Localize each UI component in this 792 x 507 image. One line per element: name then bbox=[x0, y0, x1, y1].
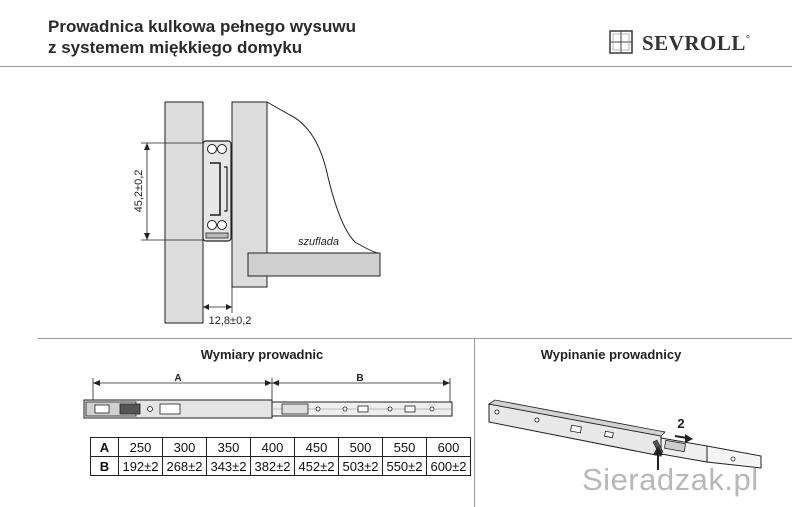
table-cell: 450 bbox=[294, 437, 339, 457]
table-cell: 300 bbox=[162, 437, 207, 457]
detached-slide-perspective bbox=[487, 399, 762, 469]
slide-profile bbox=[202, 140, 232, 242]
table-cell: 343±2 bbox=[206, 456, 251, 476]
table-cell: 452±2 bbox=[294, 456, 339, 476]
drawer-outline bbox=[266, 101, 379, 254]
detach-title: Wypinanie prowadnicy bbox=[541, 347, 682, 362]
table-cell: 503±2 bbox=[338, 456, 383, 476]
table-cell: 550±2 bbox=[382, 456, 427, 476]
cross-section-drawing: 45,2±0,2 12,8±0,2 szuflada bbox=[133, 101, 381, 327]
table-cell: 600±2 bbox=[426, 456, 471, 476]
page-title: Prowadnica kulkowa pełnego wysuwu z syst… bbox=[48, 16, 356, 58]
slide-rail-side-view bbox=[83, 399, 453, 419]
column-divider bbox=[474, 338, 475, 507]
table-cell: 250 bbox=[118, 437, 163, 457]
cabinet-side-panel bbox=[164, 101, 204, 324]
table-cell: 550 bbox=[382, 437, 427, 457]
table-row-a: A 250 300 350 400 450 500 550 600 bbox=[90, 437, 471, 457]
height-dimension bbox=[141, 142, 203, 241]
row-a-label: A bbox=[90, 437, 119, 457]
sevroll-logo: SEVROLL° bbox=[608, 28, 751, 56]
table-cell: 382±2 bbox=[250, 456, 295, 476]
step-label: 2 bbox=[677, 416, 684, 431]
height-label: 45,2±0,2 bbox=[133, 170, 145, 213]
table-cell: 268±2 bbox=[162, 456, 207, 476]
sevroll-window-icon bbox=[609, 30, 633, 54]
release-arrow-icon bbox=[653, 446, 663, 470]
dimension-b-line bbox=[272, 378, 451, 406]
dimensions-title: Wymiary prowadnic bbox=[201, 347, 324, 362]
title-line-1: Prowadnica kulkowa pełnego wysuwu bbox=[48, 17, 356, 36]
table-row-b: B 192±2 268±2 343±2 382±2 452±2 503±2 55… bbox=[90, 456, 471, 476]
table-cell: 500 bbox=[338, 437, 383, 457]
dimensions-drawing: Wymiary prowadnic A B bbox=[83, 347, 453, 419]
drawer-label: szuflada bbox=[298, 236, 339, 248]
logo-mark: ° bbox=[745, 34, 751, 45]
detach-drawing: Wypinanie prowadnicy 2 bbox=[487, 347, 762, 470]
header-divider bbox=[0, 66, 792, 67]
watermark: Sieradzak.pl bbox=[582, 462, 759, 497]
table-cell: 192±2 bbox=[118, 456, 163, 476]
dimension-a-label: A bbox=[174, 373, 181, 384]
logo-text: SEVROLL° bbox=[642, 31, 751, 55]
width-label: 12,8±0,2 bbox=[209, 315, 252, 327]
table-cell: 400 bbox=[250, 437, 295, 457]
table-cell: 350 bbox=[206, 437, 251, 457]
dimension-b-label: B bbox=[356, 373, 363, 384]
table-cell: 600 bbox=[426, 437, 471, 457]
drawer-bottom bbox=[247, 252, 381, 277]
width-dimension bbox=[202, 241, 233, 313]
row-b-label: B bbox=[90, 456, 119, 476]
dimensions-table: A 250 300 350 400 450 500 550 600 B 192±… bbox=[90, 437, 471, 476]
title-line-2: z systemem miękkiego domyku bbox=[48, 38, 303, 57]
pull-arrow-icon bbox=[674, 434, 693, 443]
section-divider bbox=[38, 338, 792, 339]
